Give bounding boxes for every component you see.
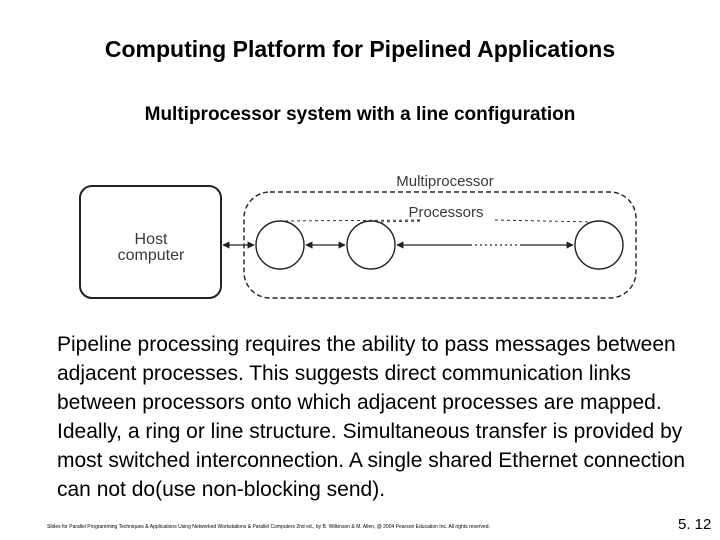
processor-node bbox=[346, 220, 396, 270]
slide-body-text: Pipeline processing requires the ability… bbox=[57, 333, 686, 501]
host-label-line1: Host bbox=[135, 231, 168, 248]
leader-line bbox=[494, 219, 593, 223]
slide-title: Computing Platform for Pipelined Applica… bbox=[104, 36, 616, 62]
leader-line bbox=[379, 220, 421, 223]
host-label-line2: computer bbox=[118, 247, 185, 264]
slide-subtitle: Multiprocessor system with a line config… bbox=[144, 104, 576, 125]
multiprocessor-label: Multiprocessor bbox=[396, 173, 494, 190]
leader-line bbox=[281, 219, 421, 222]
page-number: 5. 12 bbox=[678, 516, 712, 533]
host-computer-box bbox=[79, 185, 222, 299]
processor-node bbox=[574, 220, 624, 270]
slide-footer-citation: Slides for Parallel Programming Techniqu… bbox=[47, 524, 490, 530]
processor-node bbox=[255, 220, 305, 270]
processors-label: Processors bbox=[408, 204, 483, 221]
